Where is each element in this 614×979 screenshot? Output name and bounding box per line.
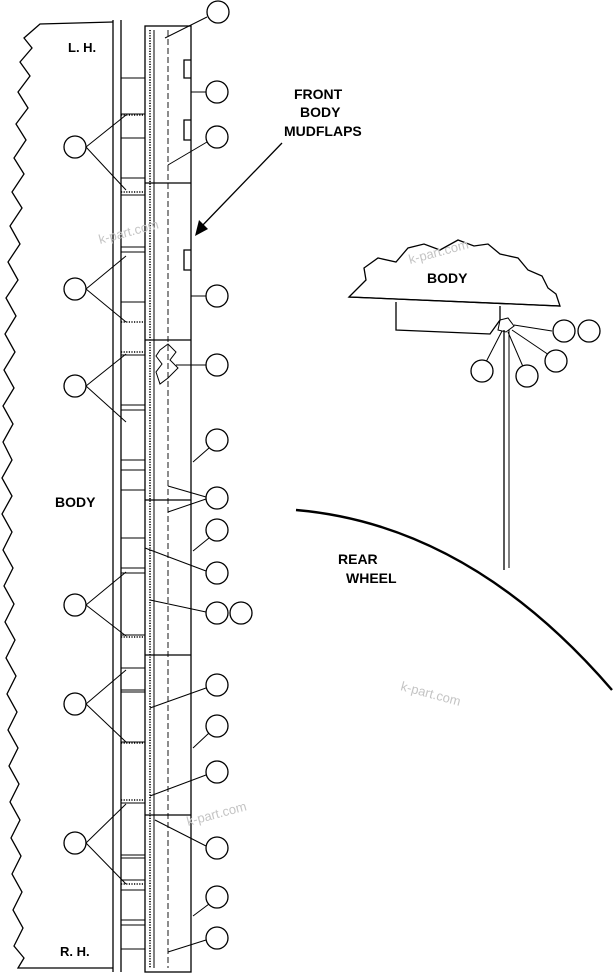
front-label: FRONT (294, 86, 343, 102)
mudflap-arrow (195, 142, 283, 236)
callout-balloon (205, 518, 229, 542)
callout-balloon (205, 926, 229, 950)
callout-balloon (63, 374, 87, 398)
callout-balloon (205, 284, 229, 308)
callout-balloon (205, 428, 229, 452)
body-cross-section (295, 239, 613, 691)
callout-balloon (205, 125, 229, 149)
callout-balloon (205, 673, 229, 697)
callout-balloon (205, 353, 229, 377)
hanger-brackets (120, 77, 146, 950)
callout-balloon (205, 885, 229, 909)
body-label-mudflaps: BODY (300, 104, 341, 120)
watermark: k-part.com (399, 678, 462, 708)
callout-balloon (63, 135, 87, 159)
callout-balloon (552, 319, 576, 343)
mudflap-strip (144, 25, 192, 973)
watermark: k-part.com (185, 799, 248, 829)
callout-balloon (205, 760, 229, 784)
callout-balloon (205, 486, 229, 510)
callout-balloon (205, 80, 229, 104)
callout-balloon (470, 359, 494, 383)
callout-balloon (544, 349, 568, 373)
watermark: k-part.com (97, 217, 160, 247)
wheel-label: WHEEL (346, 570, 397, 586)
right-callouts (144, 0, 253, 953)
body-label-right: BODY (427, 270, 468, 286)
callout-balloon (205, 714, 229, 738)
callout-balloon (577, 319, 601, 343)
watermark: k-part.com (407, 237, 470, 267)
callout-balloon (63, 277, 87, 301)
callout-balloon (205, 561, 229, 585)
callout-balloon (205, 836, 229, 860)
lh-label: L. H. (68, 40, 96, 55)
callout-balloon (206, 0, 230, 24)
mudflaps-label: MUDFLAPS (284, 123, 362, 139)
callout-balloon (63, 593, 87, 617)
rear-label: REAR (338, 551, 378, 567)
rh-label: R. H. (60, 944, 90, 959)
callout-balloon (205, 601, 229, 625)
left-callouts (63, 114, 127, 885)
callout-balloon (515, 364, 539, 388)
callout-balloon (63, 692, 87, 716)
body-label-left: BODY (55, 494, 96, 510)
callout-balloon (63, 831, 87, 855)
callout-balloon (229, 601, 253, 625)
